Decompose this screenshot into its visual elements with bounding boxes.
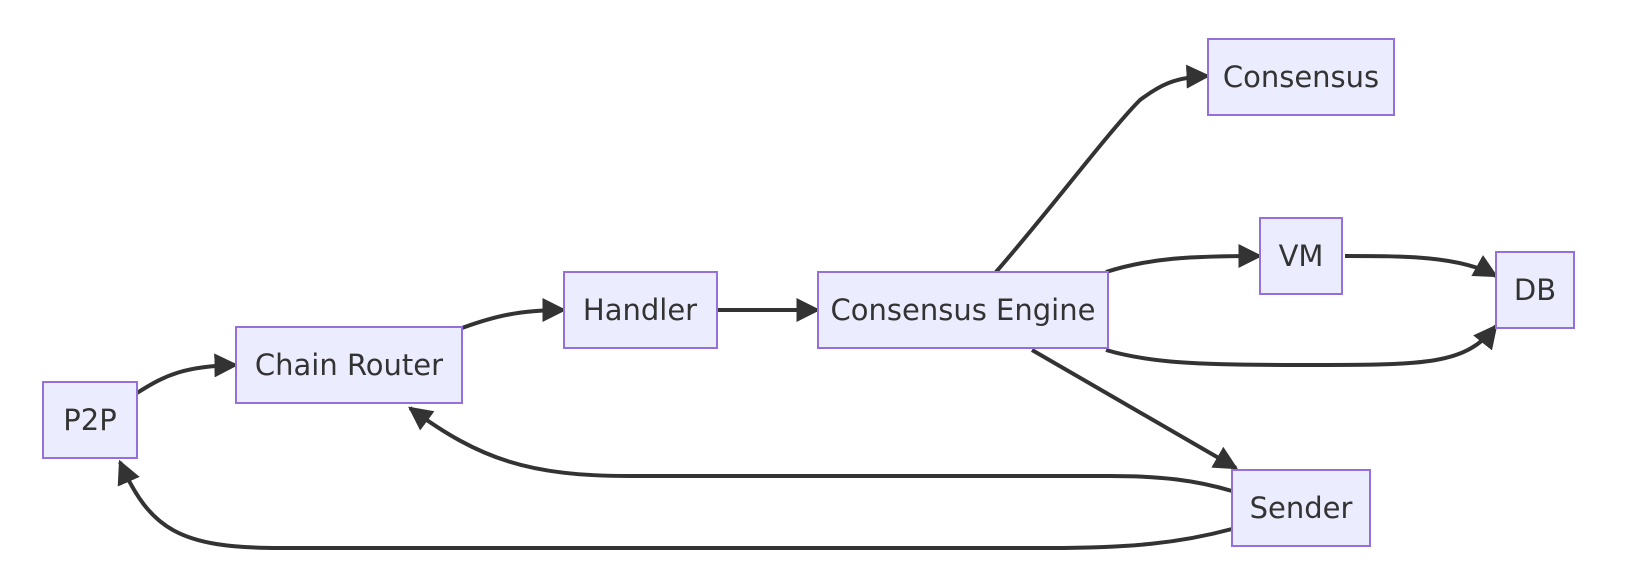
node-sender[interactable]: Sender [1231,469,1371,547]
node-vm-label: VM [1279,239,1324,273]
node-consensus-engine-label: Consensus Engine [831,293,1096,327]
node-consensus-box [1207,38,1395,116]
edge-vm-to-db [1344,254,1499,278]
edge-sender-to-p2p [117,459,1233,550]
node-consensus-label: Consensus [1223,60,1379,94]
node-p2p-label: P2P [63,403,116,437]
node-chain-router-label: Chain Router [255,348,443,382]
node-consensus[interactable]: Consensus [1207,38,1395,116]
edge-consensus-engine-to-db [1105,324,1498,368]
edge-sender-to-chain-router [408,406,1233,493]
node-p2p[interactable]: P2P [42,381,138,459]
node-db-box [1495,251,1575,329]
node-db[interactable]: DB [1495,251,1575,329]
node-handler[interactable]: Handler [563,271,718,349]
edges [117,64,1499,550]
node-handler-box [563,271,718,349]
node-sender-box [1231,469,1371,547]
node-consensus-engine-box [817,271,1109,349]
node-consensus-engine[interactable]: Consensus Engine [817,271,1109,349]
edge-consensus-engine-to-sender [1030,348,1239,470]
node-db-label: DB [1514,273,1556,307]
node-handler-label: Handler [583,293,697,327]
node-chain-router[interactable]: Chain Router [235,326,463,404]
node-p2p-box [42,381,138,459]
edge-chain-router-to-handler [461,298,567,330]
node-vm-box [1259,217,1343,295]
node-vm[interactable]: VM [1259,217,1343,295]
edge-consensus-engine-to-consensus [994,64,1211,274]
edge-p2p-to-chain-router [135,353,239,395]
node-sender-label: Sender [1250,491,1353,525]
node-chain-router-box [235,326,463,404]
edge-consensus-engine-to-vm [1105,244,1263,274]
